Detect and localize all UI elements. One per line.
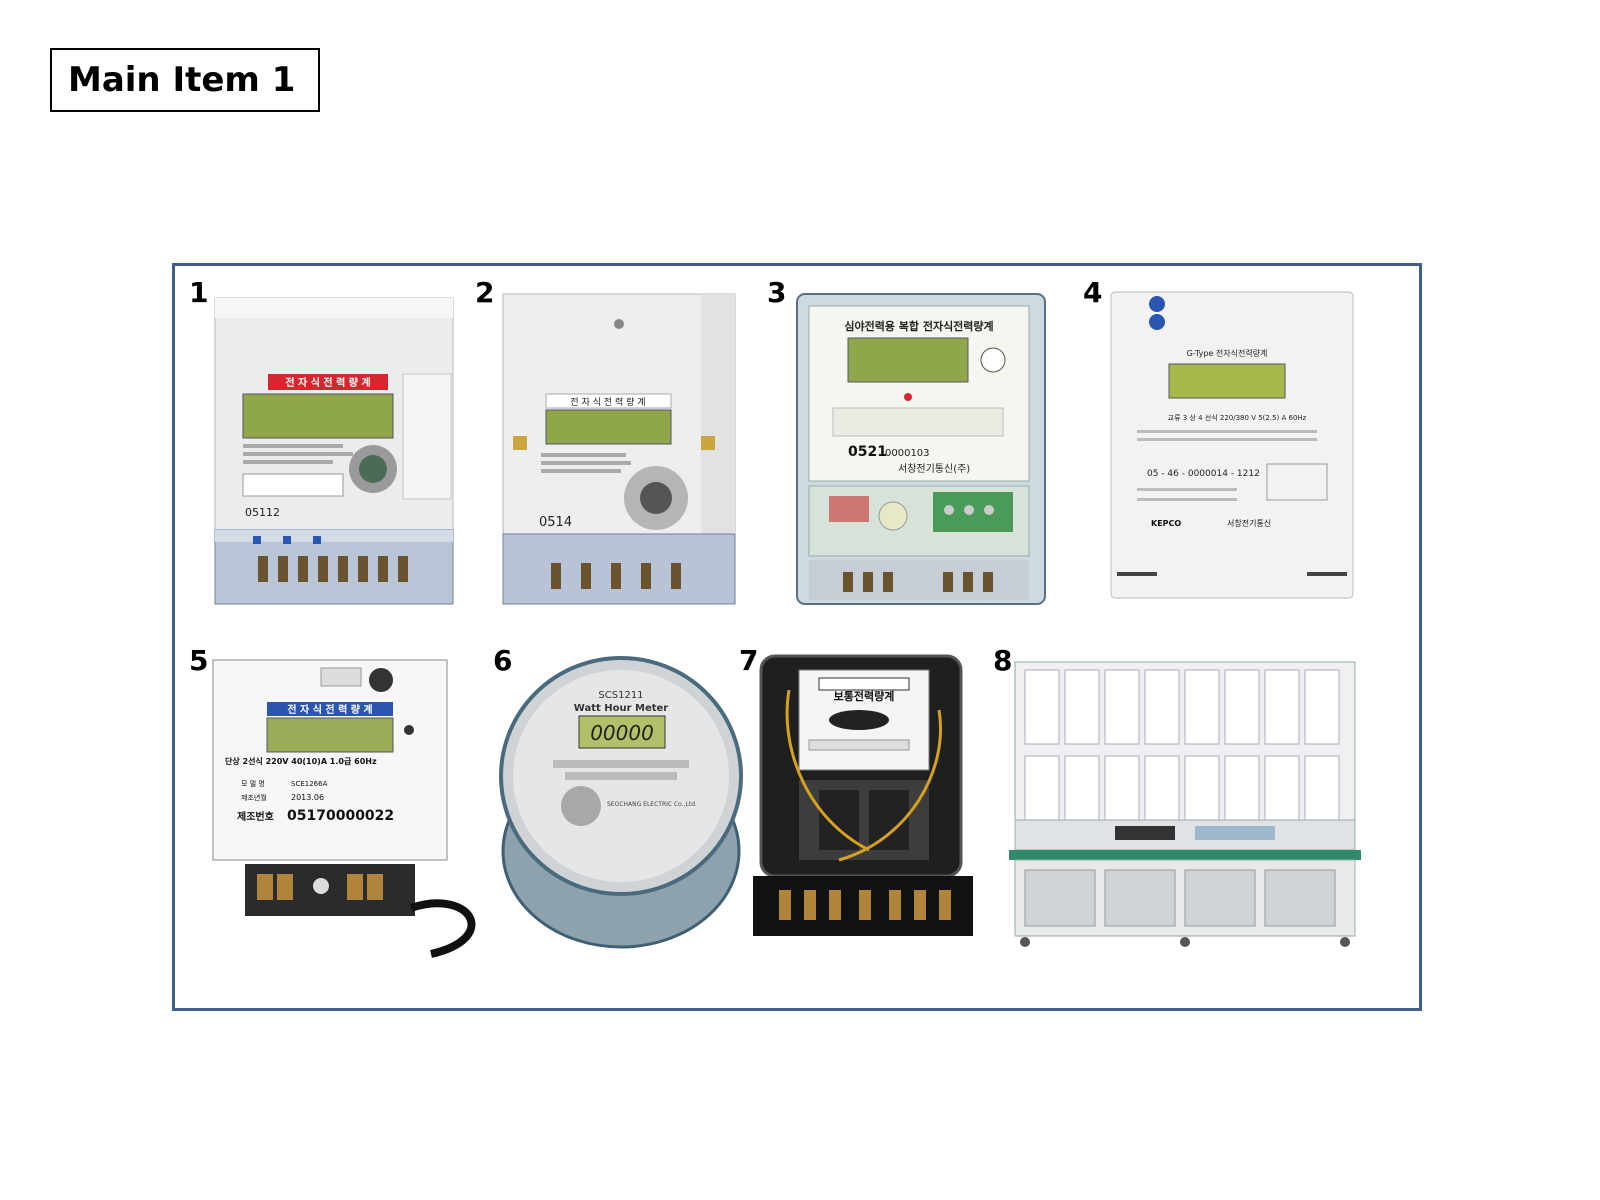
item-6-display-text: 00000 <box>590 721 654 745</box>
item-5-spec-text: 단상 2선식 220V 40(10)A 1.0급 60Hz <box>225 756 377 766</box>
item-6-meter-image: SCS1211 Watt Hour Meter 00000 SEOCHANG E… <box>499 656 749 956</box>
item-1-meter-image: 전 자 식 전 력 량 계 05112 <box>213 294 458 609</box>
item-5-date-label: 제조년월 <box>241 793 267 802</box>
item-7-meter-image: 보통전력량계 <box>749 650 979 950</box>
item-5-number: 5 <box>189 644 209 677</box>
item-1-number: 1 <box>189 276 209 309</box>
item-6-maker-text: SEOCHANG ELECTRIC Co.,Ltd. <box>607 801 697 808</box>
item-2-meter-image: 전 자 식 전 력 량 계 0514 <box>501 288 741 608</box>
item-2-number: 2 <box>475 276 495 309</box>
page-title: Main Item 1 <box>50 48 320 112</box>
item-3-meter-image: 심야전력용 복합 전자식전력량계 0521 0000103 서창전기통신(주) <box>793 290 1053 610</box>
item-6-number: 6 <box>493 644 513 677</box>
item-3-header-text: 심야전력용 복합 전자식전력량계 <box>844 319 993 333</box>
item-5-serial-label: 제조번호 <box>237 810 274 823</box>
item-3-number: 3 <box>767 276 787 309</box>
item-4-number: 4 <box>1083 276 1103 309</box>
item-1-header-text: 전 자 식 전 력 량 계 <box>285 376 370 389</box>
item-2-header-text: 전 자 식 전 력 량 계 <box>570 396 645 408</box>
item-4-brand1-text: KEPCO <box>1151 519 1181 528</box>
item-6-subtitle-text: Watt Hour Meter <box>574 703 669 714</box>
image-panel: 1 전 자 식 전 력 량 계 05112 <box>172 263 1422 1011</box>
item-3-maker-text: 서창전기통신(주) <box>898 463 970 475</box>
item-2-serial-text: 0514 <box>539 515 572 530</box>
item-4-serial-text: 05 - 46 - 0000014 - 1212 <box>1147 469 1260 479</box>
item-4-meter-image: G-Type 전자식전력량계 교류 3 상 4 선식 220/380 V 5(2… <box>1107 288 1362 606</box>
item-4-header-text: G-Type 전자식전력량계 <box>1187 348 1268 358</box>
item-5-serial-text: 05170000022 <box>287 808 394 824</box>
item-5-model-label: 모 델 명 <box>241 779 265 788</box>
item-3-code-text: 0000103 <box>885 448 930 459</box>
item-7-number: 7 <box>739 644 759 677</box>
item-4-spec-text: 교류 3 상 4 선식 220/380 V 5(2.5) A 60Hz <box>1168 413 1307 422</box>
item-6-model-text: SCS1211 <box>598 690 643 701</box>
item-5-header-text: 전 자 식 전 력 량 계 <box>287 703 372 716</box>
item-5-meter-image: 전 자 식 전 력 량 계 단상 2선식 220V 40(10)A 1.0급 6… <box>211 658 501 958</box>
item-8-test-bench-image <box>1005 660 1365 950</box>
item-1-serial-text: 05112 <box>245 506 280 519</box>
item-4-brand2-text: 서창전기통신 <box>1227 518 1271 528</box>
item-5-date-text: 2013.06 <box>291 793 324 802</box>
item-3-code-prefix: 0521 <box>848 444 887 460</box>
item-5-model-text: SCE1266A <box>291 780 328 788</box>
item-7-header-text: 보통전력량계 <box>834 689 895 703</box>
item-8-number: 8 <box>993 644 1013 677</box>
